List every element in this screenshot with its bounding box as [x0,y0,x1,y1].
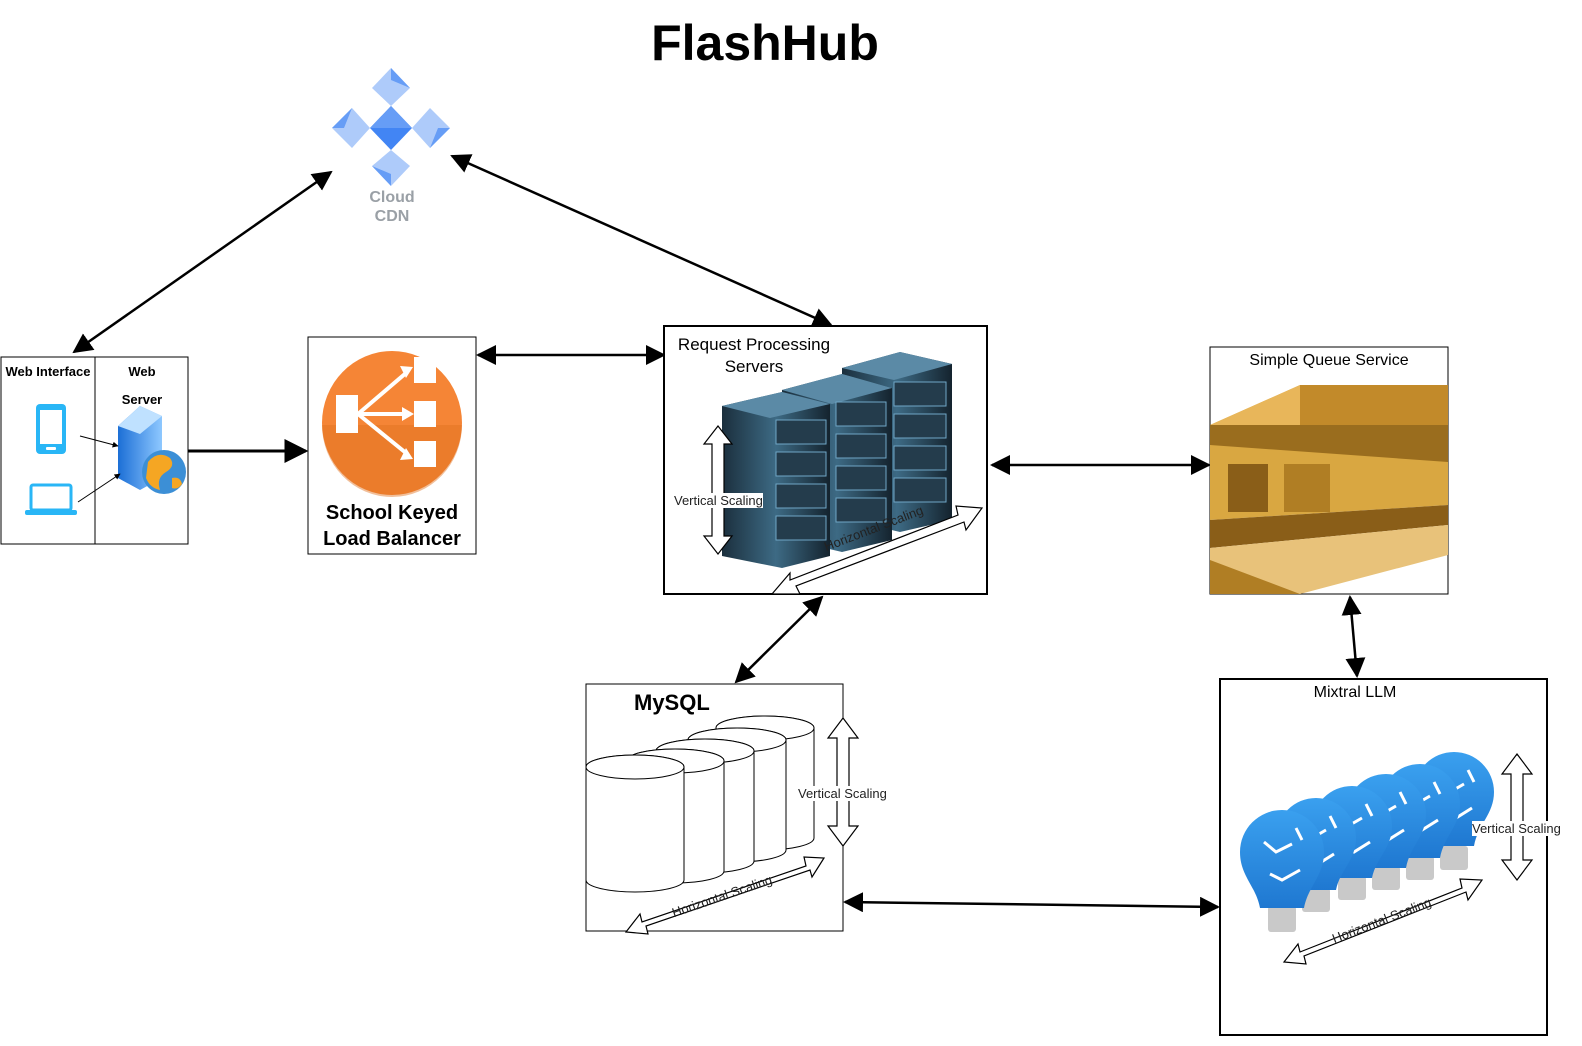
connector-queue-llm [1341,595,1366,678]
server-rack-icon [722,352,952,568]
load-balancer-icon [322,351,462,497]
vertical-scaling-arrow [1500,753,1534,881]
horizontal-scaling-arrow [1282,878,1484,965]
web-server-label: Web Server [121,364,163,407]
connector-client-cdn [72,170,333,354]
vertical-scaling-arrow [702,425,734,555]
web-interface-label: Web Interface [5,364,91,379]
llm-box [1219,678,1548,1036]
connector-cdn-request-servers [450,154,833,327]
diagram-title: FlashHub [651,15,879,71]
horizontal-scaling-arrow [770,505,984,595]
database-cylinder-icon [585,715,815,893]
mysql-box [585,683,860,935]
phone-icon [36,404,66,454]
load-balancer-label: School Keyed Load Balancer [323,502,461,550]
queue-label: Simple Queue Service [1249,352,1409,369]
vertical-scaling-arrow [826,717,860,847]
ai-lightbulb-icon [1240,752,1494,932]
client-box [0,356,189,545]
llm-vertical-label: Vertical Scaling [1472,821,1561,836]
llm-label: Mixtral LLM [1313,684,1397,701]
cloud-cdn-icon [332,68,450,186]
load-balancer-box [307,336,477,555]
laptop-icon [25,483,77,515]
request-servers-label: Request Processing Servers [677,335,831,376]
aws-sqs-icon [1210,385,1448,594]
request-servers-vertical-label: Vertical Scaling [674,493,763,508]
horizontal-scaling-arrow [624,856,826,935]
connector-request-servers-mysql [734,595,824,684]
mysql-label: MySQL [634,690,710,715]
mysql-vertical-label: Vertical Scaling [798,786,887,801]
connector-mysql-llm [843,892,1220,917]
request-servers-box [663,325,988,595]
cdn-label: Cloud CDN [369,189,415,225]
queue-box [1209,346,1449,595]
server-globe-icon [118,406,186,494]
